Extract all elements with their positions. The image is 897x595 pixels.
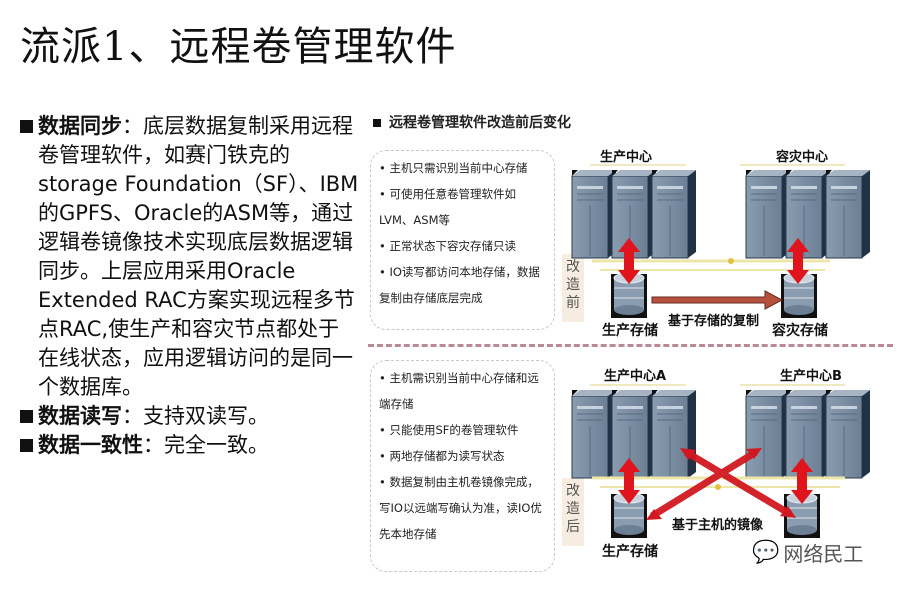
server-icon	[571, 389, 617, 479]
storage-label: 生产存储	[602, 323, 658, 339]
replication-label: 基于存储的复制	[668, 314, 760, 329]
note-item: • 主机需识别当前中心存储和远端存储	[379, 371, 539, 411]
page-title: 流派1、远程卷管理软件	[20, 24, 457, 70]
bullet-data-sync: 数据同步：底层数据复制采用远程卷管理软件，如赛门铁克的storage Found…	[20, 112, 360, 402]
note-item: • 正常状态下容灾存储只读	[379, 239, 516, 253]
server-icon	[745, 169, 791, 259]
stage-label-after: 改造后	[562, 478, 584, 546]
center-label: 容灾中心	[776, 150, 829, 165]
center-label: 生产中心A	[604, 369, 667, 384]
bullet-heading: 数据一致性	[38, 433, 143, 457]
square-bullet-icon	[20, 439, 33, 452]
mirror-label: 基于主机的镜像	[672, 518, 764, 533]
note-item: • 两地存储都为读写状态	[379, 449, 505, 463]
note-item: • 只能使用SF的卷管理软件	[379, 423, 519, 437]
server-icon	[651, 389, 697, 479]
server-icon	[785, 389, 831, 479]
center-label: 生产中心B	[780, 369, 842, 384]
storage-label: 生产存储	[602, 544, 658, 560]
server-icon	[571, 169, 617, 259]
note-item: • 可使用任意卷管理软件如LVM、ASM等	[379, 187, 516, 227]
bullet-heading: 数据同步	[38, 114, 122, 138]
diagram-title: 远程卷管理软件改造前后变化	[373, 112, 571, 132]
bullet-heading: 数据读写	[38, 404, 122, 428]
bullet-consistency: 数据一致性：完全一致。	[20, 431, 360, 460]
square-bullet-icon	[20, 120, 33, 133]
server-icon	[825, 389, 871, 479]
note-item: • 数据复制由主机卷镜像完成，写IO以远端写确认为准，读IO优先本地存储	[379, 475, 542, 541]
square-bullet-icon	[373, 119, 381, 127]
storage-label: 容灾存储	[772, 323, 828, 339]
server-icon	[651, 169, 697, 259]
server-icon	[785, 169, 831, 259]
bullet-data-rw: 数据读写：支持双读写。	[20, 402, 360, 431]
section-divider	[368, 344, 893, 347]
after-notes: • 主机需识别当前中心存储和远端存储 • 只能使用SF的卷管理软件 • 两地存储…	[370, 360, 555, 572]
square-bullet-icon	[20, 410, 33, 423]
note-item: • IO读写都访问本地存储，数据复制由存储底层完成	[379, 265, 540, 305]
bullet-text: ：支持双读写。	[122, 404, 269, 428]
note-item: • 主机只需识别当前中心存储	[379, 161, 528, 175]
stage-label-before: 改造前	[562, 254, 584, 322]
left-text-panel: 数据同步：底层数据复制采用远程卷管理软件，如赛门铁克的storage Found…	[20, 112, 360, 460]
wechat-icon: 💬	[752, 540, 780, 565]
bullet-text: ：底层数据复制采用远程卷管理软件，如赛门铁克的storage Foundatio…	[38, 114, 359, 399]
server-icon	[825, 169, 871, 259]
watermark: 💬 网络民工	[752, 538, 863, 567]
server-icon	[745, 389, 791, 479]
bullet-text: ：完全一致。	[143, 433, 269, 457]
before-notes: • 主机只需识别当前中心存储 • 可使用任意卷管理软件如LVM、ASM等 • 正…	[370, 150, 555, 330]
watermark-text: 网络民工	[783, 542, 864, 566]
center-label: 生产中心	[600, 150, 653, 165]
